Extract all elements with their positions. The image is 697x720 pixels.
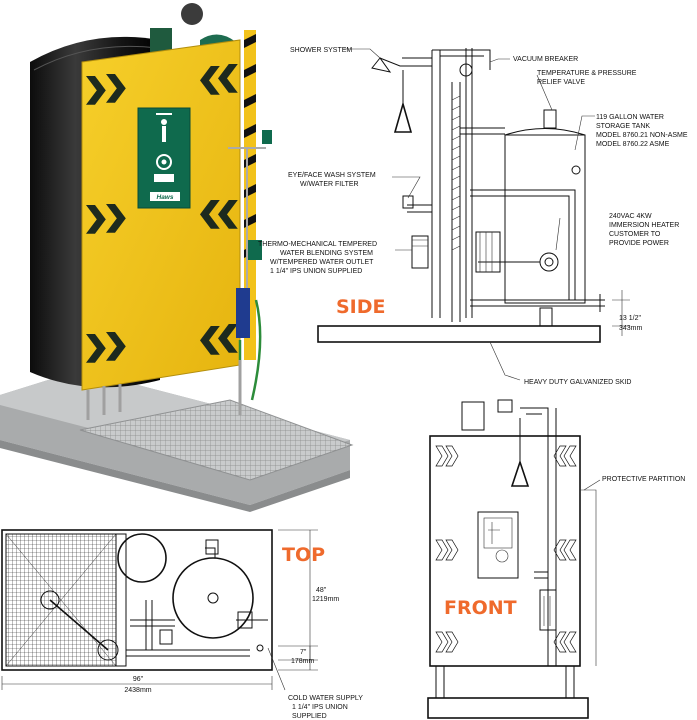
label-thermo-2: WATER BLENDING SYSTEM (280, 250, 373, 257)
label-tank-3: MODEL 8760.21 NON-ASME (596, 132, 688, 139)
water-filter-icon (236, 288, 250, 338)
label-shower-system: SHOWER SYSTEM (290, 47, 352, 54)
product-photo: Haws (0, 3, 354, 512)
label-small-in: 7" (300, 649, 307, 656)
front-sign (477, 511, 519, 579)
top-view-drawing: 48" 1219mm 7" 178mm 96" 2438mm COLD WATE… (1, 529, 363, 720)
label-tank-1: 119 GALLON WATER (596, 114, 664, 121)
label-heater-4: PROVIDE POWER (609, 240, 669, 247)
shower-person-icon (154, 113, 174, 182)
sign-brand-logo: Haws (157, 194, 174, 201)
label-depth-mm: 1219mm (312, 596, 339, 603)
side-tank (504, 134, 586, 304)
view-title-front: FRONT (444, 597, 517, 619)
side-skid (317, 325, 601, 343)
front-skid (427, 697, 589, 719)
label-cold-water-3: SUPPLIED (292, 713, 327, 720)
label-width-mm: 2438mm (124, 687, 151, 694)
label-heater-2: IMMERSION HEATER (609, 222, 679, 229)
view-title-side: SIDE (336, 296, 386, 318)
side-view-drawing: SHOWER SYSTEM VACUUM BREAKER TEMPERATURE… (258, 47, 688, 386)
label-thermo-3: W/TEMPERED WATER OUTLET (270, 259, 374, 266)
label-depth-in: 48" (316, 587, 327, 594)
label-dim-343mm: 343mm (619, 325, 643, 332)
label-cold-water-1: COLD WATER SUPPLY (288, 695, 363, 702)
top-tank-circle (172, 557, 254, 639)
top-small-circle (117, 533, 167, 583)
label-temp-relief-1: TEMPERATURE & PRESSURE (537, 70, 637, 77)
label-thermo-4: 1 1/4" IPS UNION SUPPLIED (270, 268, 362, 275)
label-eyewash-2: W/WATER FILTER (300, 181, 359, 188)
label-thermo-1: THERMO-MECHANICAL TEMPERED (258, 241, 377, 248)
label-eyewash-1: EYE/FACE WASH SYSTEM (288, 172, 376, 179)
label-heater-1: 240VAC 4KW (609, 213, 652, 220)
floor-grate (79, 399, 354, 481)
label-tank-2: STORAGE TANK (596, 123, 650, 130)
label-small-mm: 178mm (291, 658, 315, 665)
label-tank-4: MODEL 8760.22 ASME (596, 141, 670, 148)
front-chevrons (435, 445, 577, 653)
top-skid-outline (1, 529, 273, 671)
label-dim-13in: 13 1/2" (619, 315, 641, 322)
label-temp-relief-2: RELIEF VALVE (537, 79, 585, 86)
label-heater-3: CUSTOMER TO (609, 231, 661, 238)
label-vacuum-breaker: VACUUM BREAKER (513, 56, 578, 63)
label-width-in: 96" (133, 676, 144, 683)
label-skid: HEAVY DUTY GALVANIZED SKID (524, 379, 632, 386)
front-partition (429, 435, 581, 667)
label-cold-water-2: 1 1/4" IPS UNION (292, 704, 348, 711)
view-title-top: TOP (282, 544, 325, 566)
label-protective-partition: PROTECTIVE PARTITION (602, 476, 685, 483)
front-view-drawing: PROTECTIVE PARTITION FRONT (427, 399, 685, 719)
gauge-icon (181, 3, 203, 25)
